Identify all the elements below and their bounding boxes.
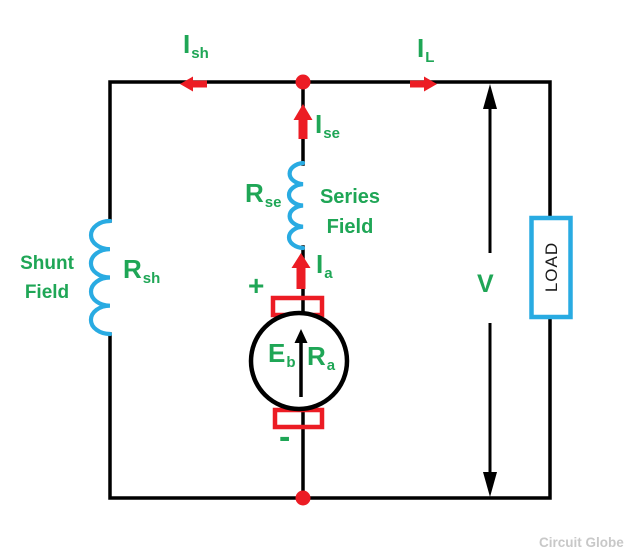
ise-current-arrow [293, 104, 313, 139]
voltage-label: V [477, 270, 494, 298]
series-field-coil [286, 160, 306, 251]
rse-label: Rse [245, 178, 282, 211]
il-current-arrow [410, 76, 437, 92]
il-label: IL [417, 33, 435, 66]
ish-label: Ish [183, 29, 209, 62]
armature-circle [248, 310, 350, 412]
node-dot-top [295, 74, 311, 90]
eb-label: Eb [268, 338, 296, 371]
series-field-label: Series Field [319, 186, 381, 238]
shunt-field-label: Shunt Field [20, 253, 74, 303]
node-dot-bottom [295, 490, 311, 506]
plus-sign: + [248, 270, 265, 301]
load-label: LOAD [541, 241, 561, 293]
ia-current-arrow [291, 253, 311, 289]
emf-arrow-head [294, 329, 308, 343]
ra-label: Ra [307, 341, 336, 374]
ise-label: Ise [315, 109, 340, 142]
voltage-arrow-up-head [483, 84, 497, 109]
minus-sign: - [279, 418, 291, 456]
rsh-label: Rsh [123, 254, 161, 287]
load-box [529, 215, 573, 320]
shunt-field-coil [88, 218, 113, 337]
watermark: Circuit Globe [539, 535, 624, 550]
ish-current-arrow [180, 76, 207, 92]
ia-label: Ia [316, 249, 333, 282]
voltage-arrow-down-head [483, 472, 497, 497]
